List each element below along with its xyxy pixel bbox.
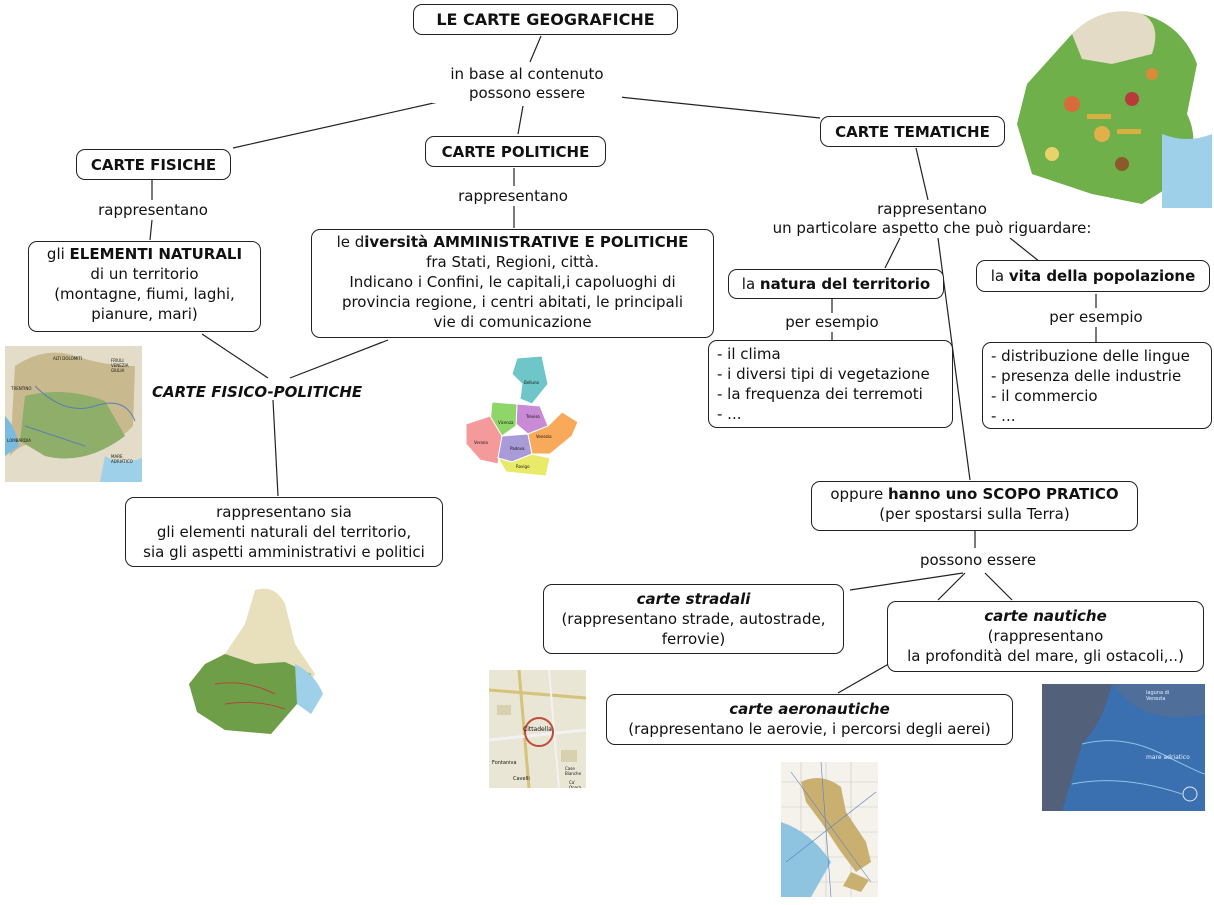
road-label-cavelli: Cavelli (513, 776, 530, 782)
fisiche-link-label: rappresentano (86, 201, 220, 220)
nautical-label-laguna: laguna di Venezia (1146, 690, 1170, 702)
nautiche-title: carte nautiche (984, 607, 1107, 625)
tematiche-link-line-2: un particolare aspetto che può riguardar… (772, 219, 1092, 237)
politiche-node: CARTE POLITICHE (425, 136, 606, 167)
stradali-line-2: ferrovie) (661, 630, 726, 648)
vita-examples: - distribuzione delle lingue - presenza … (982, 342, 1212, 429)
thematic-map-image (1012, 4, 1212, 208)
natura-examples: - il clima - i diversi tipi di vegetazio… (708, 340, 953, 428)
scopo-node: oppure hanno uno SCOPO PRATICO (per spos… (811, 481, 1138, 531)
politiche-desc-line-5: vie di comunicazione (433, 313, 592, 331)
fisiche-desc-line-4: pianure, mari) (91, 305, 198, 323)
political-label-verona: Verona (474, 440, 488, 445)
vita-node: la vita della popolazione (976, 260, 1210, 292)
natura-link-label: per esempio (770, 313, 894, 332)
political-label-padova: Padova (510, 446, 525, 451)
political-label-venezia: Venezia (536, 434, 552, 439)
scopo-line-1: oppure hanno uno SCOPO PRATICO (820, 484, 1129, 504)
root-title: LE CARTE GEOGRAFICHE (436, 9, 655, 29)
political-label-belluno: Belluno (524, 380, 539, 385)
fisiche-desc-pre: gli (46, 245, 70, 263)
vita-bold: vita della popolazione (1008, 267, 1196, 285)
physical-map-label-3: TRENTINO (11, 386, 32, 391)
natura-item-3: - la frequenza dei terremoti (717, 385, 923, 403)
nautical-label-mare: mare adriatico (1146, 754, 1190, 761)
fisico-politiche-title: CARTE FISICO-POLITICHE (152, 383, 363, 401)
vita-link-label: per esempio (1034, 308, 1158, 327)
fisiche-desc-line-3: (montagne, fiumi, laghi, (54, 285, 235, 303)
political-label-vicenza: Vicenza (498, 420, 514, 425)
physical-map-label-2: FRIULI VENEZIA GIULIA (111, 358, 129, 373)
political-label-treviso: Treviso (526, 414, 540, 419)
aeronautiche-line-1: (rappresentano le aerovie, i percorsi de… (628, 720, 991, 738)
natura-item-2: - i diversi tipi di vegetazione (717, 365, 930, 383)
physical-political-map-image (185, 584, 325, 738)
natura-item-1: - il clima (717, 345, 781, 363)
politiche-desc: le diversità AMMINISTRATIVE E POLITICHE … (311, 229, 714, 338)
vita-item-2: - presenza delle industrie (991, 367, 1182, 385)
politiche-desc-pre: le d (336, 233, 365, 251)
scopo-pre: oppure (830, 485, 888, 503)
fisiche-desc-bold: ELEMENTI NATURALI (69, 245, 243, 263)
political-label-rovigo: Rovigo (516, 464, 530, 469)
fisico-politiche-desc: rappresentano sia gli elementi naturali … (125, 497, 443, 567)
scopo-line-2: (per spostarsi sulla Terra) (879, 505, 1070, 523)
stradali-line-1: (rappresentano strade, autostrade, (561, 610, 826, 628)
aeronautiche-node: carte aeronautiche (rappresentano le aer… (606, 694, 1013, 745)
nautiche-line-2: la profondità del mare, gli ostacoli,..) (907, 647, 1184, 665)
nautical-map-image: laguna di Venezia mare adriatico (1042, 684, 1205, 811)
root-node-title: LE CARTE GEOGRAFICHE (413, 4, 678, 35)
political-map-image: Belluno Treviso Vicenza Verona Padova Ve… (462, 354, 580, 479)
physical-map-label-5: MARE ADRIATICO (111, 454, 133, 464)
fisiche-node: CARTE FISICHE (76, 149, 231, 180)
aeronautical-map-image (781, 762, 878, 897)
stradali-title: carte stradali (636, 590, 751, 608)
road-label-caonara: Ca' Onara (569, 780, 582, 788)
politiche-title: CARTE POLITICHE (441, 142, 590, 161)
vita-pre: la (990, 267, 1009, 285)
road-label-casebianche: Case Bianche (565, 766, 582, 776)
stradali-node: carte stradali (rappresentano strade, au… (543, 584, 844, 654)
tematiche-link-label: rappresentano un particolare aspetto che… (752, 200, 1112, 238)
politiche-desc-line-2: fra Stati, Regioni, città. (426, 253, 599, 271)
physical-map-label-4: LOMBARDIA (7, 438, 31, 443)
tematiche-node: CARTE TEMATICHE (820, 116, 1005, 147)
fp-desc-line-1: rappresentano sia (216, 503, 352, 521)
physical-map-image: ALTI DOLOMITI FRIULI VENEZIA GIULIA TREN… (5, 346, 142, 482)
fisiche-title: CARTE FISICHE (90, 155, 217, 174)
fisiche-desc-line-2: di un territorio (90, 265, 199, 283)
scopo-link-label: possono essere (906, 551, 1050, 570)
politiche-desc-line-3: Indicano i Confini, le capitali,i capolu… (349, 273, 676, 291)
natura-item-4: - ... (717, 405, 742, 423)
road-label-fontaniva: Fontaniva (492, 760, 517, 766)
road-label-cittadella: Cittadella (523, 726, 552, 733)
aeronautiche-title: carte aeronautiche (729, 700, 890, 718)
natura-node: la natura del territorio (728, 269, 944, 299)
fisiche-desc-line-1: gli ELEMENTI NATURALI (37, 244, 252, 264)
vita-item-1: - distribuzione delle lingue (991, 347, 1190, 365)
road-map-image: Cittadella Fontaniva Cavelli Case Bianch… (489, 670, 586, 788)
scopo-bold: hanno uno SCOPO PRATICO (887, 485, 1119, 503)
fp-desc-line-2: gli elementi naturali del territorio, (156, 523, 412, 541)
tematiche-link-line-1: rappresentano (877, 200, 987, 218)
physical-map-label-1: ALTI DOLOMITI (53, 356, 83, 361)
vita-item-4: - ... (991, 407, 1016, 425)
natura-pre: la (741, 275, 760, 293)
fisiche-desc: gli ELEMENTI NATURALI di un territorio (… (28, 241, 261, 332)
fp-desc-line-3: sia gli aspetti amministrativi e politic… (143, 543, 425, 561)
politiche-desc-bold: iversità AMMINISTRATIVE E POLITICHE (364, 233, 689, 251)
root-link-line-1: in base al contenuto (450, 65, 604, 83)
root-link-line-2: possono essere (468, 84, 586, 102)
politiche-desc-line-1: le diversità AMMINISTRATIVE E POLITICHE (320, 232, 705, 252)
tematiche-title: CARTE TEMATICHE (835, 122, 990, 141)
nautiche-node: carte nautiche (rappresentano la profond… (887, 601, 1204, 672)
root-link-label: in base al contenuto possono essere (432, 65, 622, 103)
nautiche-line-1: (rappresentano (987, 627, 1104, 645)
vita-item-3: - il commercio (991, 387, 1098, 405)
politiche-desc-line-4: provincia regione, i centri abitati, le … (341, 293, 684, 311)
natura-bold: natura del territorio (759, 275, 931, 293)
politiche-link-label: rappresentano (446, 187, 580, 206)
